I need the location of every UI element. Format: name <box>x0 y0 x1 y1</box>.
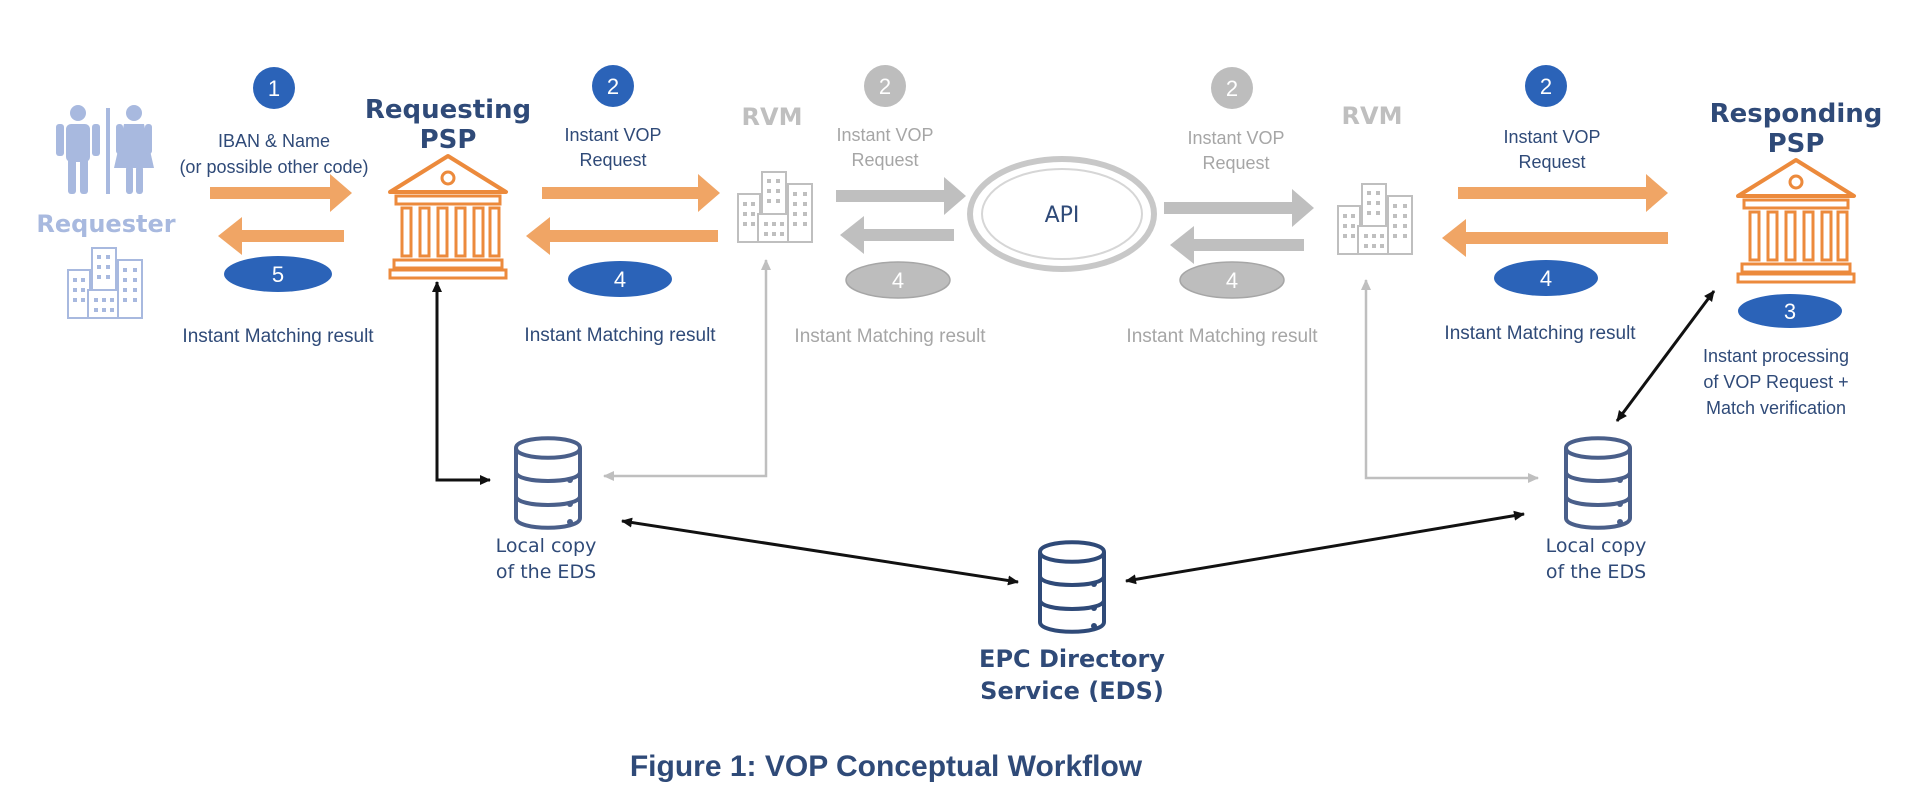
step-4a-label: Instant Matching result <box>524 325 716 346</box>
arrow-api-to-rvm <box>840 216 954 254</box>
step-3-badge-number: 3 <box>1784 299 1796 324</box>
requesting-psp-bank-icon <box>388 154 508 280</box>
requester-building-icon <box>67 247 143 319</box>
step-2c-label-line2: Request <box>1202 153 1269 173</box>
connector-rvm-right-to-local-eds <box>1361 279 1539 483</box>
api-inner-ring <box>981 168 1143 260</box>
step-1-label-line1: IBAN & Name <box>218 131 330 151</box>
step-2b-label-line2: Request <box>851 150 918 170</box>
rvm-left-label: RVM <box>742 103 803 131</box>
arrow-rvm-right-to-api <box>1170 226 1304 264</box>
step-2d-label-line2: Request <box>1518 152 1585 172</box>
step-3-label-line3: Match verification <box>1706 398 1846 418</box>
arrow-vop-request-to-rvm <box>542 174 720 212</box>
local-eds-right-label-line1: Local copy <box>1546 535 1647 557</box>
responding-psp-label-line2: PSP <box>1768 129 1825 159</box>
requesting-psp-label-line1: Requesting <box>365 95 531 125</box>
step-2a-label-line1: Instant VOP <box>564 125 661 145</box>
arrow-iban-request <box>210 174 352 212</box>
step-2a-label-line2: Request <box>579 150 646 170</box>
step-5-label: Instant Matching result <box>182 326 374 347</box>
api-label: API <box>1045 203 1080 228</box>
step-4b-badge-number: 4 <box>892 268 904 293</box>
step-4c-badge <box>1179 261 1285 299</box>
local-eds-right-label-line2: of the EDS <box>1546 561 1646 583</box>
step-1-badge-number: 1 <box>268 76 280 101</box>
arrow-vop-request-to-responding-psp <box>1458 174 1668 212</box>
step-2c-badge <box>1211 67 1253 109</box>
responding-psp-label-line1: Responding <box>1710 99 1883 129</box>
arrow-result-from-responding-psp <box>1442 219 1668 257</box>
step-1-badge <box>253 67 295 109</box>
step-4d-badge-number: 4 <box>1540 266 1552 291</box>
step-4a-badge-number: 4 <box>614 267 626 292</box>
local-eds-left-label-line2: of the EDS <box>496 561 596 583</box>
api-outer-ring <box>967 156 1157 272</box>
step-2a-badge-number: 2 <box>607 74 619 99</box>
step-2d-badge <box>1525 65 1567 107</box>
local-eds-left-database-icon <box>514 436 582 530</box>
requester-person-icon <box>56 105 154 194</box>
eds-label-line2: Service (EDS) <box>980 677 1164 705</box>
step-2b-badge-number: 2 <box>879 74 891 99</box>
rvm-right-building-icon <box>1337 183 1413 255</box>
eds-label-line1: EPC Directory <box>979 645 1165 673</box>
step-4c-label: Instant Matching result <box>1126 326 1318 347</box>
connector-eds-to-local-eds-right <box>1125 510 1525 585</box>
connector-responding-psp-to-local-eds <box>1615 290 1716 422</box>
arrow-result-to-requester <box>218 217 344 255</box>
step-4c-badge-number: 4 <box>1226 268 1238 293</box>
step-2c-badge-number: 2 <box>1226 76 1238 101</box>
step-2b-label-line1: Instant VOP <box>836 125 933 145</box>
responding-psp-bank-icon <box>1736 158 1856 284</box>
requesting-psp-label-line2: PSP <box>420 125 477 155</box>
step-4b-label: Instant Matching result <box>794 326 986 347</box>
connector-local-eds-left-to-eds <box>621 517 1019 586</box>
step-5-badge-number: 5 <box>272 262 284 287</box>
arrow-result-to-requesting-psp <box>526 217 718 255</box>
step-3-label-line2: of VOP Request + <box>1703 372 1848 392</box>
step-2c-label-line1: Instant VOP <box>1187 128 1284 148</box>
step-2d-label-line1: Instant VOP <box>1503 127 1600 147</box>
step-1-label-line2: (or possible other code) <box>179 157 368 177</box>
connector-requesting-psp-to-local-eds <box>432 281 491 485</box>
step-2a-badge <box>592 65 634 107</box>
figure-caption: Figure 1: VOP Conceptual Workflow <box>630 750 1143 783</box>
connector-rvm-left-to-local-eds <box>603 259 771 481</box>
local-eds-left-label-line1: Local copy <box>496 535 597 557</box>
step-4d-label: Instant Matching result <box>1444 323 1636 344</box>
arrow-api-to-rvm-right <box>1164 189 1314 227</box>
step-5-badge <box>224 256 332 292</box>
rvm-right-label: RVM <box>1342 102 1403 130</box>
requester-label: Requester <box>36 210 175 238</box>
step-3-badge <box>1738 294 1842 328</box>
arrow-rvm-to-api <box>836 177 966 215</box>
local-eds-right-database-icon <box>1564 436 1632 530</box>
eds-database-icon <box>1038 540 1106 634</box>
step-2d-badge-number: 2 <box>1540 74 1552 99</box>
step-3-label-line1: Instant processing <box>1703 346 1849 366</box>
rvm-left-building-icon <box>737 171 813 243</box>
step-4b-badge <box>845 261 951 299</box>
step-2b-badge <box>864 65 906 107</box>
